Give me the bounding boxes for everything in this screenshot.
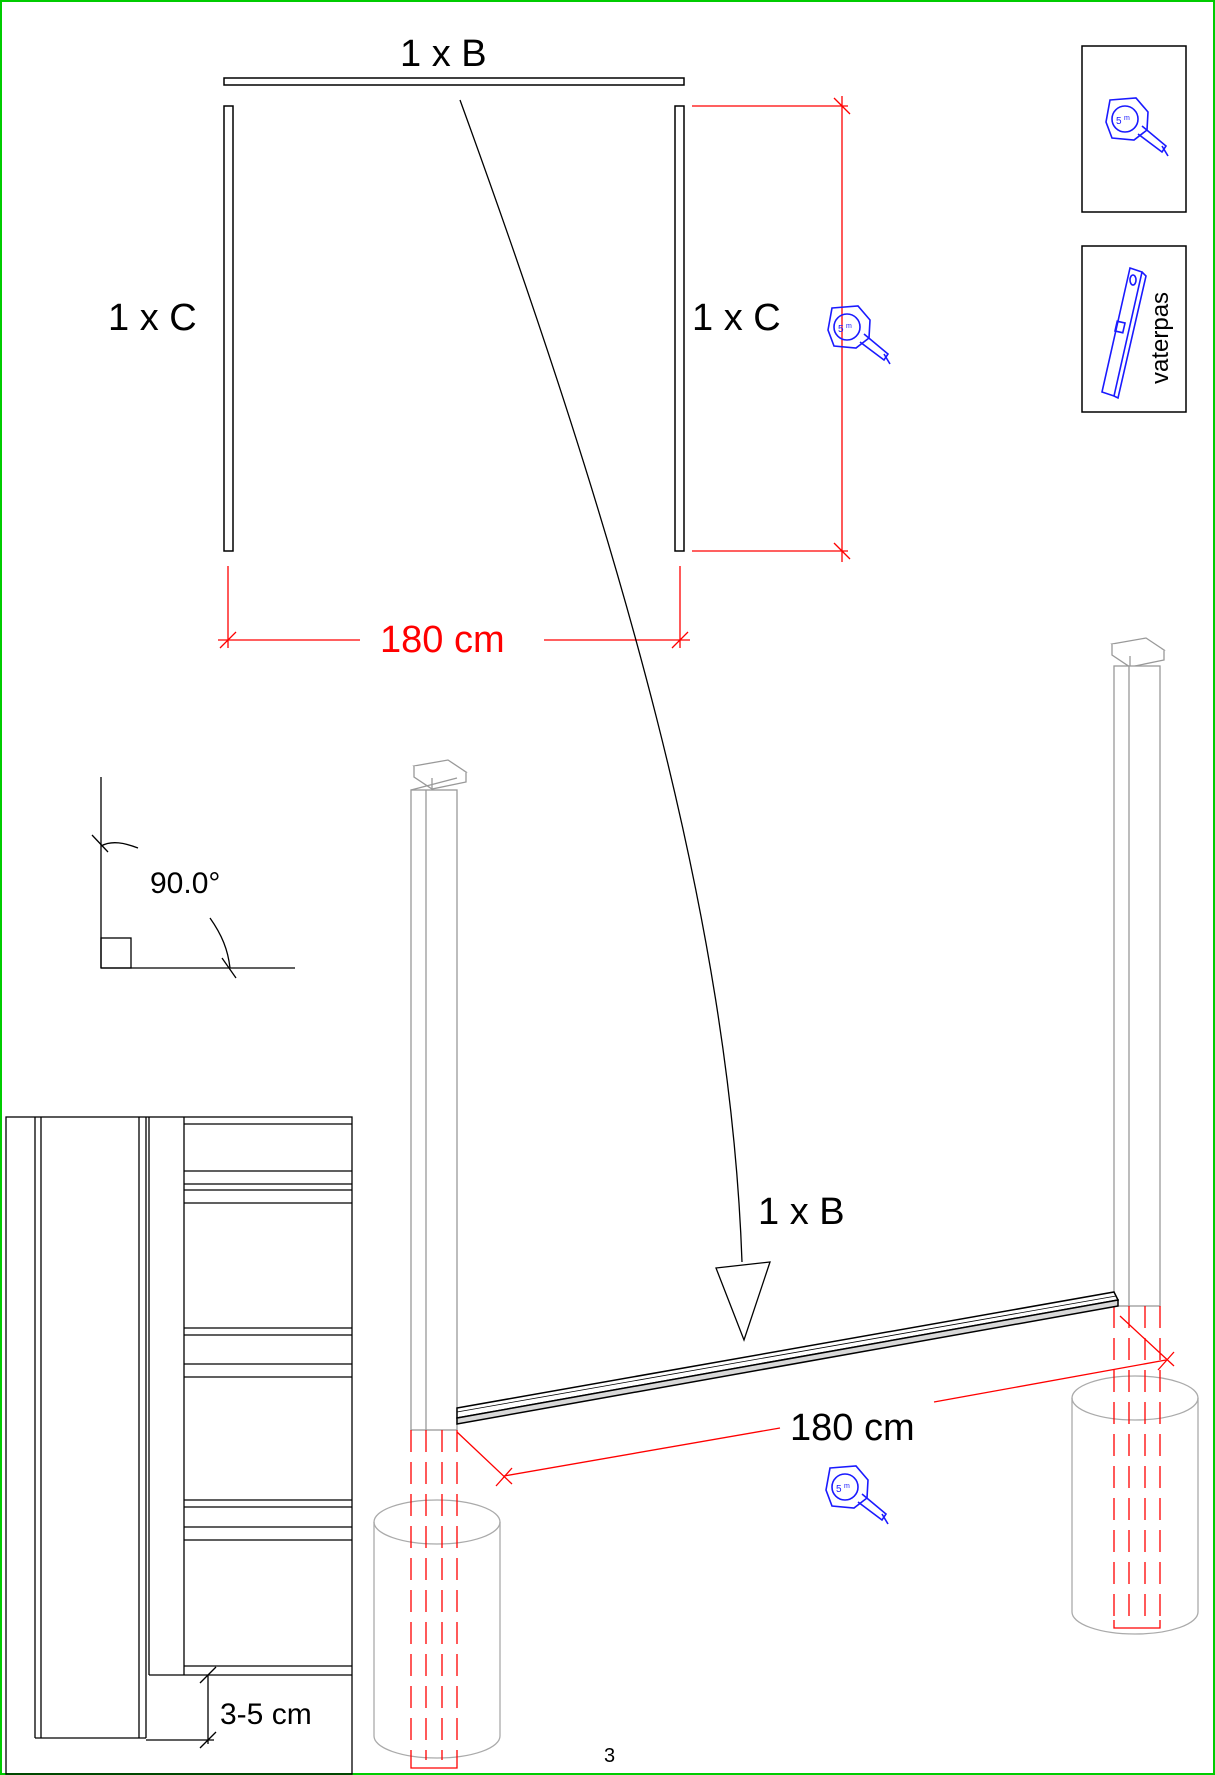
move-arrow-curve [459,99,743,1263]
post-right-base [1113,1620,1161,1629]
label-angle: 90.0° [150,867,220,900]
label-level-tool: vaterpas [1147,292,1174,384]
rail-b-top [223,77,685,86]
post-c-right [674,105,685,552]
tool-box-tape [1081,45,1187,213]
detail-view [5,1116,353,1775]
tape-measure-icon [1105,97,1169,157]
label-right-c: 1 x C [692,297,781,339]
post-c-left [223,105,234,552]
parts-layout [223,77,685,552]
label-left-c: 1 x C [108,297,197,339]
spirit-level-icon [1101,266,1147,400]
label-top-b: 1 x B [400,33,487,75]
tape-measure-icon [825,1465,889,1525]
right-angle-symbol [91,777,295,979]
label-gap: 3-5 cm [220,1698,312,1731]
label-arrow-b: 1 x B [758,1191,845,1233]
post-right-buried [1113,1306,1161,1620]
page-number: 3 [604,1745,615,1767]
post-left-base [410,1760,458,1769]
width-dimension-top [218,566,690,649]
post-left [410,759,468,1431]
post-left-buried [410,1430,458,1760]
post-right [1110,637,1166,1307]
rail-b-installed [456,1291,1120,1425]
footing-right [1071,1375,1199,1635]
tape-measure-icon [827,305,891,365]
footing-left [373,1499,501,1759]
label-width-top: 180 cm [380,619,505,661]
move-arrow-head [715,1261,771,1342]
label-width-bottom: 180 cm [790,1407,915,1449]
width-dimension-bottom [456,1315,1175,1487]
tool-box-level: vaterpas [1081,245,1187,413]
